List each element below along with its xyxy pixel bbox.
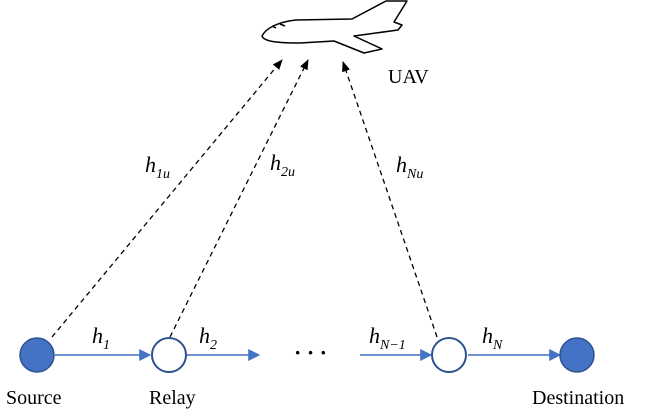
destination-node	[559, 337, 595, 373]
label-h1: h1	[92, 323, 110, 353]
source-node	[19, 337, 55, 373]
label-h1u: h1u	[145, 152, 170, 182]
destination-label: Destination	[532, 387, 624, 409]
link-source-to-uav	[51, 59, 283, 338]
label-hN: hN	[482, 323, 503, 353]
relay-node	[151, 337, 187, 373]
ellipsis: · · ·	[294, 340, 327, 365]
label-h2: h2	[199, 323, 217, 353]
relay-label: Relay	[149, 387, 196, 409]
relayN-node	[431, 337, 467, 373]
uav-airplane-icon	[261, 0, 408, 54]
label-hNu: hNu	[396, 152, 423, 182]
label-hN-1: hN−1	[369, 323, 406, 353]
link-relayN-to-uav	[342, 61, 438, 338]
source-label: Source	[6, 387, 62, 409]
label-h2u: h2u	[270, 150, 295, 180]
link-relay-to-uav	[169, 59, 309, 338]
uav-label: UAV	[388, 66, 429, 88]
